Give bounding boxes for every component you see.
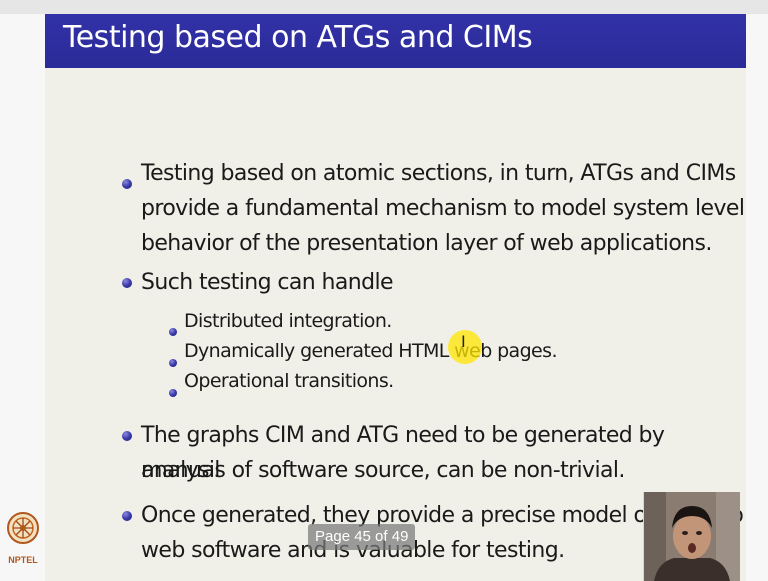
sub-item: Dynamically generated HTML web pages. <box>184 340 557 362</box>
slide-content: Testing based on atomic sections, in tur… <box>45 14 746 581</box>
nptel-emblem-icon: NPTEL <box>7 512 39 565</box>
nptel-logo-text: NPTEL <box>8 555 38 565</box>
sub-item: Distributed integration. <box>184 310 392 332</box>
text-cursor-icon: I <box>461 332 466 351</box>
bullet-line: analysis of software source, can be non-… <box>141 458 625 483</box>
bullet-line: The graphs CIM and ATG need to be genera… <box>141 423 665 483</box>
bullet-dot <box>122 278 132 288</box>
bullet-dot <box>122 431 132 441</box>
top-strip <box>0 0 768 14</box>
bullet-line: behavior of the presentation layer of we… <box>141 231 712 256</box>
sub-bullet-dot <box>169 389 177 397</box>
slide: Testing based on ATGs and CIMs Testing b… <box>45 14 746 581</box>
bullet-line: Testing based on atomic sections, in tur… <box>141 161 736 186</box>
bullet-line: provide a fundamental mechanism to model… <box>141 196 745 221</box>
presenter-video <box>643 492 740 581</box>
right-margin <box>746 14 768 581</box>
title-bar: Testing based on ATGs and CIMs <box>45 14 746 68</box>
bullet-dot <box>122 511 132 521</box>
bullet-line: Such testing can handle <box>141 270 394 295</box>
slide-title: Testing based on ATGs and CIMs <box>63 20 533 55</box>
sub-bullet-dot <box>169 328 177 336</box>
page-indicator: Page 45 of 49 <box>308 524 416 550</box>
bullet-dot <box>122 179 132 189</box>
sub-item: Operational transitions. <box>184 370 394 392</box>
left-margin <box>0 14 45 581</box>
pointer-highlight <box>448 330 482 364</box>
nptel-logo: NPTEL <box>6 506 40 566</box>
presenter-video-frame <box>644 492 740 581</box>
sub-bullet-dot <box>169 359 177 367</box>
